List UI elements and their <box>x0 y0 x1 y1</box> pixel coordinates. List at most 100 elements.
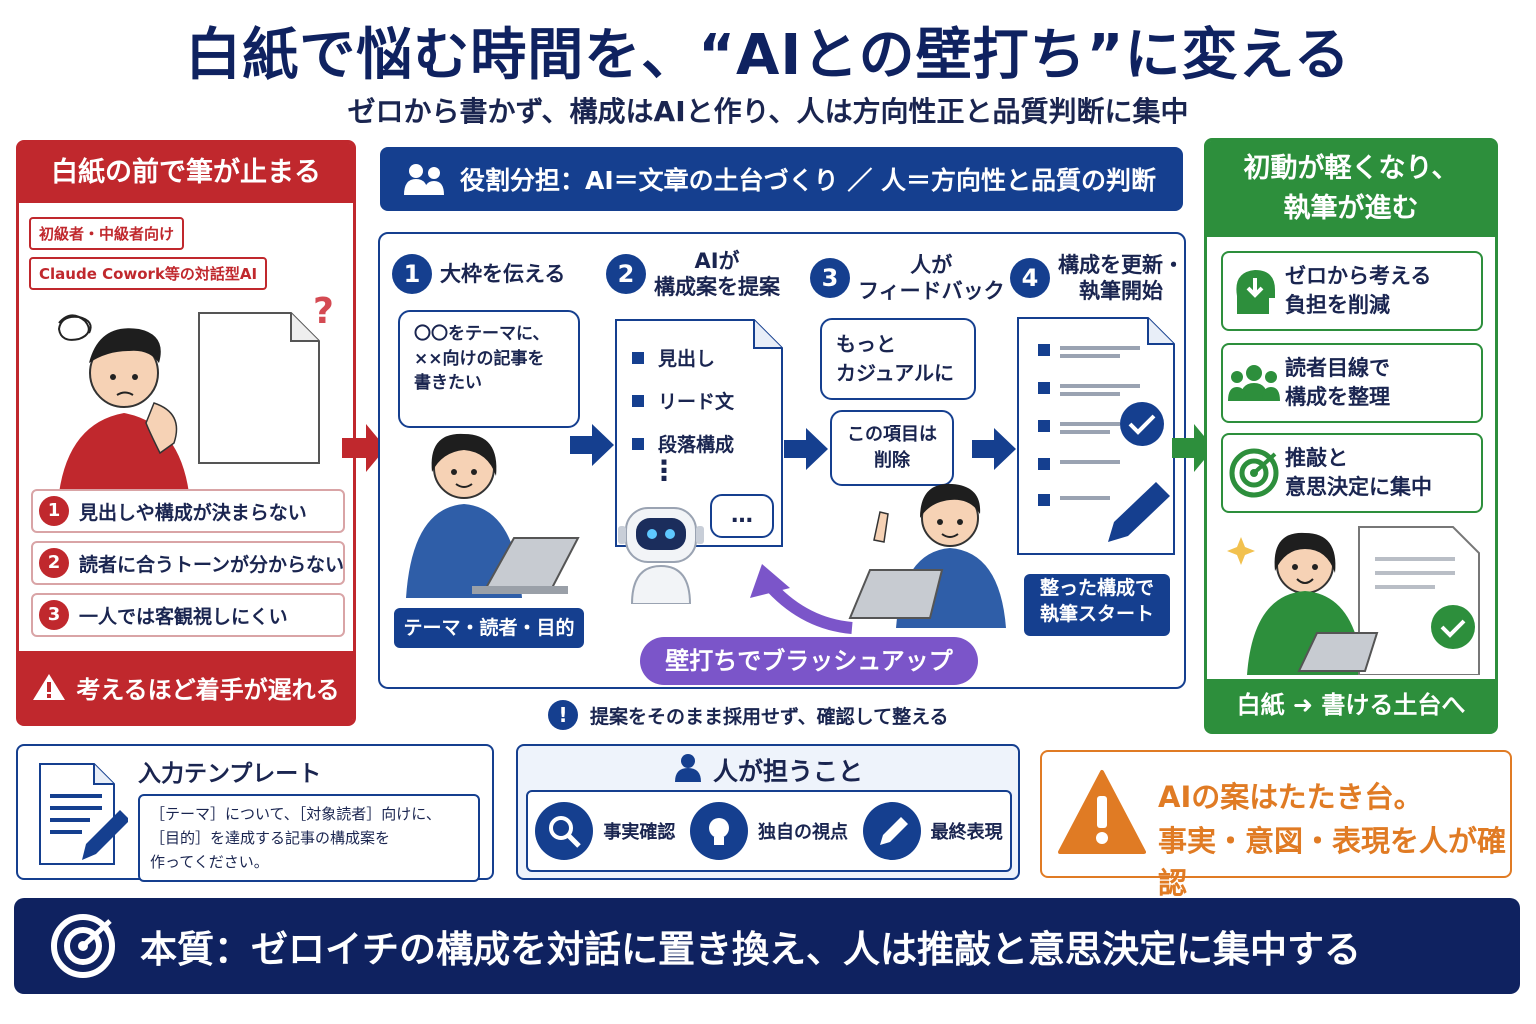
template-text-box: ［テーマ］について、［対象読者］向けに、 ［目的］を達成する記事の構成案を 作っ… <box>138 794 480 882</box>
template-line: ［テーマ］について、［対象読者］向けに、 <box>150 805 441 823</box>
proposal-item-text: リード文 <box>658 391 735 413</box>
step-title: 人が フィードバック <box>858 252 1005 305</box>
blue-arrow-icon <box>784 428 828 470</box>
proposal-item: 見出し <box>632 344 734 371</box>
bubble-line: 削除 <box>874 450 910 472</box>
loop-label: 壁打ちでブラッシュアップ <box>640 637 978 685</box>
benefit-item: 推敲と意思決定に集中 <box>1221 433 1483 513</box>
input-template-box: 入力テンプレート ［テーマ］について、［対象読者］向けに、 ［目的］を達成する記… <box>16 744 494 882</box>
warning-box: AIの案はたたき台。 事実・意図・表現を人が確認 <box>1040 750 1512 900</box>
step-title-line: フィードバック <box>858 279 1005 304</box>
step-title: AIが 構成案を提案 <box>654 248 780 301</box>
step-4-label: 整った構成で 執筆スタート <box>1024 574 1170 636</box>
robot-icon <box>618 507 704 604</box>
green-arrow-icon <box>1172 424 1214 472</box>
feedback-bubble-casual: もっと カジュアルに <box>820 318 976 400</box>
role-banner: 役割分担：AI＝文章の土台づくり ／ 人＝方向性と品質の判断 <box>380 147 1183 211</box>
step-number: 3 <box>810 258 850 299</box>
feedback-bubble-delete: この項目は 削除 <box>830 410 954 486</box>
step-title-line: AIが <box>694 249 740 273</box>
proposal-item-text: 見出し <box>658 348 716 370</box>
magnifier-icon <box>549 816 582 848</box>
benefit-header-line: 初動が軽くなり、 <box>1243 153 1459 184</box>
benefit-panel: 初動が軽くなり、 執筆が進む ゼロから考える負担を削減 読者目線で構成を整理 <box>1204 138 1498 734</box>
template-document-icon <box>39 763 128 865</box>
vertical-dots: ⋮ <box>650 454 678 487</box>
step-title-line: 人が <box>910 253 953 277</box>
essence-banner: 本質：ゼロイチの構成を対話に置き換え、人は推敲と意思決定に集中する <box>14 898 1520 994</box>
lightbulb-icon <box>708 818 729 845</box>
tool-tag: Claude Cowork等の対話型AI <box>29 257 268 290</box>
warning-line-1: AIの案はたたき台。 <box>1158 780 1423 814</box>
benefit-text: 構成を整理 <box>1285 385 1390 409</box>
step-3-header: 3 人が フィードバック <box>810 252 1005 305</box>
benefit-text: 意思決定に集中 <box>1285 475 1432 499</box>
human-roles-box: 人が担うこと 事実確認 独自の視点 最終表現 <box>516 744 1020 880</box>
proposal-item: 段落構成 <box>632 430 734 457</box>
label-line: 整った構成で <box>1039 577 1154 599</box>
updated-document-icon <box>1017 317 1175 555</box>
issue-number: 3 <box>39 600 69 630</box>
happy-writer-illustration <box>1227 526 1480 675</box>
step-title-line: 執筆開始 <box>1079 279 1163 304</box>
benefit-item: ゼロから考える負担を削減 <box>1221 251 1483 331</box>
pen-icon <box>879 817 908 845</box>
step-title-line: 構成案を提案 <box>654 275 780 300</box>
step-4-header: 4 構成を更新・ 執筆開始 <box>1010 252 1184 305</box>
human-role-item: 事実確認 <box>535 802 675 860</box>
step-1-label: テーマ・読者・目的 <box>394 608 584 648</box>
blue-arrow-icon <box>972 428 1016 470</box>
human-role-label: 最終表現 <box>930 822 1003 843</box>
step-title-line: 構成を更新・ <box>1058 253 1184 277</box>
target-icon <box>1229 448 1279 498</box>
warning-icon <box>33 674 66 700</box>
benefit-footer: 白紙 ➜ 書ける土台へ <box>1207 679 1495 731</box>
issue-item: 3 一人では客観視しにくい <box>31 593 345 637</box>
human-role-item: 独自の視点 <box>689 802 848 860</box>
problem-footer: 考えるほど着手が遅れる <box>19 651 353 723</box>
question-mark-icon: ? <box>313 291 334 332</box>
human-role-item: 最終表現 <box>862 802 1003 860</box>
step-number: 2 <box>606 254 646 295</box>
benefit-text: ゼロから考える <box>1285 263 1432 288</box>
worried-person-illustration <box>57 312 320 493</box>
benefit-item: 読者目線で構成を整理 <box>1221 343 1483 423</box>
loop-arrow-icon <box>750 564 853 634</box>
main-title: 白紙で悩む時間を、“AIとの壁打ち”に変える <box>185 23 1351 88</box>
caution-note-text: 提案をそのまま採用せず、確認して整える <box>590 705 949 728</box>
template-line: ［目的］を達成する記事の構成案を <box>150 829 391 847</box>
head-arrow-icon <box>1236 270 1275 314</box>
robot-speech-bubble: … <box>710 494 774 538</box>
issue-item: 1 見出しや構成が決まらない <box>31 489 345 533</box>
step-title: 構成を更新・ 執筆開始 <box>1058 252 1184 305</box>
problem-footer-text: 考えるほど着手が遅れる <box>76 675 340 704</box>
bubble-line: 〇〇をテーマに、 <box>414 324 550 344</box>
bubble-line: この項目は <box>847 424 937 445</box>
blank-paper-icon <box>198 312 320 464</box>
issue-number: 1 <box>39 496 69 526</box>
people-icon <box>404 164 444 195</box>
person-icon <box>674 754 701 782</box>
exclamation-icon: ! <box>548 700 578 730</box>
problem-panel: 白紙の前で筆が止まる 初級者・中級者向け Claude Cowork等の対話型A… <box>16 140 356 726</box>
proposal-items: 見出し リード文 段落構成 <box>632 344 734 473</box>
template-line: 作ってください。 <box>150 853 269 871</box>
group-icon <box>1228 365 1280 401</box>
blue-arrow-icon <box>570 424 614 466</box>
step-1-speech-bubble: 〇〇をテーマに、 ××向けの記事を 書きたい <box>398 310 580 428</box>
human-roles-title-text: 人が担うこと <box>712 757 863 786</box>
red-arrow-icon <box>342 424 386 472</box>
human-role-label: 事実確認 <box>603 822 676 843</box>
warning-triangle-icon <box>1058 770 1146 854</box>
issue-item: 2 読者に合うトーンが分からない <box>31 541 345 585</box>
step-number: 1 <box>392 254 432 294</box>
step-2-header: 2 AIが 構成案を提案 <box>606 248 780 301</box>
bubble-line: もっと <box>836 332 896 356</box>
human-roles-title: 人が担うこと <box>518 752 1018 788</box>
issue-text: 見出しや構成が決まらない <box>79 501 307 524</box>
benefit-text: 読者目線で <box>1285 355 1390 380</box>
warning-line-2: 事実・意図・表現を人が確認 <box>1158 824 1507 900</box>
caution-note: ! 提案をそのまま採用せず、確認して整える <box>548 700 949 730</box>
sub-title: ゼロから書かず、構成はAIと作り、人は方向性正と品質判断に集中 <box>347 95 1189 128</box>
bubble-line: ××向けの記事を <box>414 348 545 369</box>
